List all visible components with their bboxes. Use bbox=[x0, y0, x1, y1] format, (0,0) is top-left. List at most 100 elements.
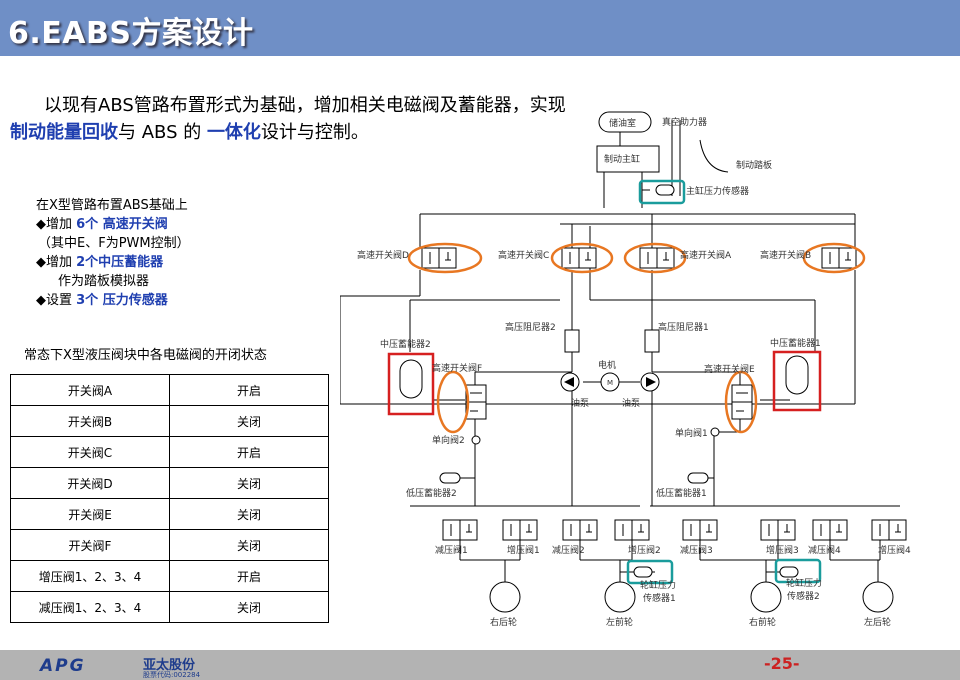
label-inc-2: 增压阀2 bbox=[628, 544, 661, 556]
intro-text-1: 以现有ABS管路布置形式为基础，增加相关电磁阀及蓄能器，实现 bbox=[44, 95, 566, 116]
label-dec-1: 减压阀1 bbox=[435, 544, 468, 556]
reservoir-shape bbox=[598, 111, 652, 133]
label-wheel-fl: 左前轮 bbox=[606, 616, 633, 628]
inc-valve-4-symbol bbox=[871, 519, 907, 541]
label-low-acc-1: 低压蓄能器1 bbox=[656, 487, 707, 499]
label-inc-1: 增压阀1 bbox=[507, 544, 540, 556]
label-wheel-rl: 左后轮 bbox=[864, 616, 891, 628]
marker-wheel-sensor-2 bbox=[774, 558, 822, 584]
intro-text-3: 设计与控制。 bbox=[260, 122, 369, 143]
wheel-rl-shape bbox=[862, 581, 894, 613]
wheel-sensor-1-shape bbox=[633, 566, 653, 578]
logo-apg: APG bbox=[40, 656, 86, 676]
dec-valve-1-symbol bbox=[442, 519, 478, 541]
low-acc-1-shape bbox=[687, 472, 709, 484]
label-low-acc-2: 低压蓄能器2 bbox=[406, 487, 457, 499]
inc-valve-3-symbol bbox=[760, 519, 796, 541]
master-sensor-shape bbox=[655, 184, 675, 196]
low-acc-2-shape bbox=[439, 472, 461, 484]
label-dec-3: 减压阀3 bbox=[680, 544, 713, 556]
page-title: 6.EABS方案设计 bbox=[8, 16, 254, 51]
valve-a-symbol bbox=[639, 247, 675, 269]
label-master-sensor: 主缸压力传感器 bbox=[686, 185, 749, 197]
marker-wheel-sensor-1 bbox=[626, 559, 674, 585]
valve-d-symbol bbox=[421, 247, 457, 269]
label-wheel-sensor-1-b: 传感器1 bbox=[643, 592, 676, 604]
marker-valve-b bbox=[802, 242, 866, 274]
label-wheel-sensor-2-a: 轮缸压力 bbox=[786, 577, 822, 589]
label-accumulator-1: 中压蓄能器1 bbox=[770, 337, 821, 349]
label-valve-c: 高速开关阀C bbox=[498, 249, 549, 261]
label-vacuum-booster: 真空助力器 bbox=[662, 116, 707, 128]
accumulator-2-shape bbox=[399, 359, 423, 399]
check-valve-2-shape bbox=[471, 435, 481, 445]
wheel-rr-shape bbox=[489, 581, 521, 613]
page-number: -25- bbox=[764, 654, 800, 673]
bullet-2: ◆增加 2个中压蓄能器 bbox=[36, 255, 164, 270]
marker-valve-a bbox=[623, 242, 687, 274]
dec-valve-4-symbol bbox=[812, 519, 848, 541]
bullet-list: 在X型管路布置ABS基础上 ◆增加 6个 高速开关阀 （其中E、F为PWM控制）… bbox=[36, 196, 190, 310]
wheel-fr-shape bbox=[750, 581, 782, 613]
inc-valve-2-symbol bbox=[614, 519, 650, 541]
damper-1-shape bbox=[644, 329, 660, 353]
marker-valve-c bbox=[550, 242, 614, 274]
label-check-1: 单向阀1 bbox=[675, 427, 708, 439]
label-damper-2: 高压阻尼器2 bbox=[505, 321, 556, 333]
bullet-1: ◆增加 6个 高速开关阀 bbox=[36, 217, 168, 232]
label-valve-a: 高速开关阀A bbox=[680, 249, 732, 261]
label-wheel-sensor-2-b: 传感器2 bbox=[787, 590, 820, 602]
accumulator-1-shape bbox=[785, 355, 809, 395]
label-valve-f: 高速开关阀F bbox=[432, 362, 482, 374]
marker-valve-e bbox=[724, 370, 758, 434]
label-valve-e: 高速开关阀E bbox=[704, 363, 755, 375]
label-inc-3: 增压阀3 bbox=[766, 544, 799, 556]
label-brake-pedal: 制动踏板 bbox=[736, 159, 772, 171]
wheel-sensor-2-shape bbox=[779, 566, 799, 578]
label-wheel-fr: 右前轮 bbox=[749, 616, 776, 628]
intro-highlight-2: 一体化 bbox=[206, 122, 261, 143]
stock-code: 股票代码:002284 bbox=[143, 671, 201, 679]
motor-shape bbox=[600, 372, 620, 392]
label-dec-2: 减压阀2 bbox=[552, 544, 585, 556]
label-pump-right: 油泵 bbox=[622, 397, 640, 409]
label-inc-4: 增压阀4 bbox=[878, 544, 911, 556]
label-master-cylinder: 制动主缸 bbox=[604, 153, 640, 165]
bullet-2-note: 作为踏板模拟器 bbox=[58, 274, 150, 289]
valve-b-symbol bbox=[821, 247, 857, 269]
label-wheel-sensor-1-a: 轮缸压力 bbox=[640, 579, 676, 591]
marker-accumulator-2 bbox=[387, 352, 435, 416]
footer-bar bbox=[0, 650, 960, 680]
damper-2-shape bbox=[564, 329, 580, 353]
label-check-2: 单向阀2 bbox=[432, 434, 465, 446]
table-caption: 常态下X型液压阀块中各电磁阀的开闭状态 bbox=[24, 348, 267, 363]
label-reservoir: 储油室 bbox=[609, 117, 636, 129]
label-valve-b: 高速开关阀B bbox=[760, 249, 811, 261]
hydraulic-diagram: 储油室 真空助力器 制动主缸 制动踏板 主缸压力传感器 高速开关阀D 高速开关阀… bbox=[340, 111, 911, 628]
label-pump-left: 油泵 bbox=[571, 397, 589, 409]
marker-valve-f bbox=[436, 370, 470, 434]
logo-company: 亚太股份 bbox=[143, 658, 196, 673]
master-cylinder-shape bbox=[596, 145, 660, 173]
dec-valve-3-symbol bbox=[682, 519, 718, 541]
label-motor-symbol: M bbox=[607, 379, 613, 387]
intro-paragraph: 以现有ABS管路布置形式为基础，增加相关电磁阀及蓄能器，实现制动能量回收与 AB… bbox=[10, 92, 570, 146]
label-dec-4: 减压阀4 bbox=[808, 544, 841, 556]
wheel-fl-shape bbox=[604, 581, 636, 613]
bullet-intro: 在X型管路布置ABS基础上 bbox=[36, 198, 188, 213]
dec-valve-2-symbol bbox=[562, 519, 598, 541]
label-wheel-rr: 右后轮 bbox=[490, 616, 517, 628]
label-motor: 电机 bbox=[598, 359, 616, 371]
marker-valve-d bbox=[407, 242, 483, 274]
intro-text-2: 与 ABS 的 bbox=[118, 122, 207, 143]
title-bar bbox=[0, 0, 960, 56]
label-damper-1: 高压阻尼器1 bbox=[658, 321, 709, 333]
bullet-3: ◆设置 3个 压力传感器 bbox=[36, 293, 168, 308]
